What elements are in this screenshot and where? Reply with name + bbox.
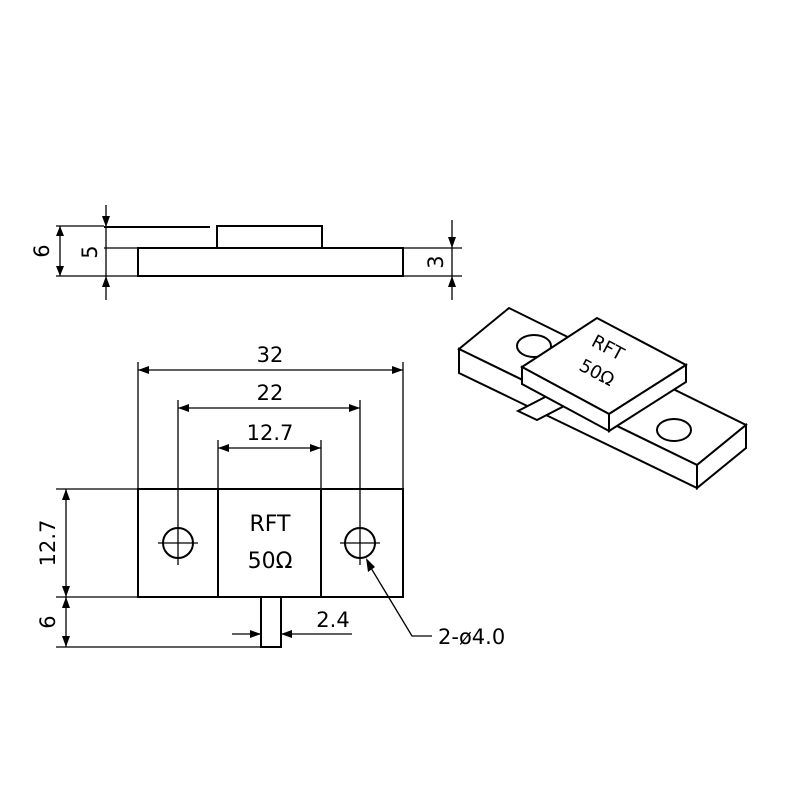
arrow: [178, 404, 189, 412]
side-flange: [137, 247, 404, 277]
arrow: [349, 404, 360, 412]
arrow: [218, 444, 229, 452]
dim-lead-width-label: 2.4: [316, 608, 349, 632]
iso-hole-right: [656, 418, 692, 442]
dim-overall-length-label: 32: [257, 343, 284, 367]
arrow: [56, 266, 64, 276]
arrow: [62, 597, 70, 608]
arrow: [250, 630, 261, 638]
dim-lead-length-label: 6: [36, 615, 60, 628]
arrow: [366, 558, 375, 572]
arrow: [448, 276, 456, 287]
iso-flange-side: [696, 422, 747, 491]
top-body-label-1: RFT: [250, 512, 292, 537]
arrow: [62, 489, 70, 500]
top-view: RFT 50Ω 32 22 12.7 12.7 6: [36, 343, 505, 649]
hole-callout-leader: [367, 562, 432, 637]
arrow: [56, 226, 64, 236]
arrow: [310, 444, 321, 452]
dim-flange-width-label: 12.7: [36, 520, 60, 567]
arrow: [448, 237, 456, 248]
dim-flange-height-label: 3: [424, 255, 448, 268]
side-view: 6 5 3: [30, 205, 462, 300]
hole-callout-label: 2-ø4.0: [438, 625, 505, 649]
top-body: [217, 488, 322, 598]
arrow: [281, 630, 292, 638]
dim-body-width-label: 12.7: [247, 421, 294, 445]
dim-total-height-label: 6: [30, 244, 54, 257]
top-body-label-2: 50Ω: [248, 549, 293, 574]
iso-view: RFT 50Ω: [457, 306, 748, 491]
arrow: [392, 366, 403, 374]
iso-body-side: [608, 363, 687, 433]
arrow: [102, 216, 110, 227]
side-body: [216, 225, 323, 248]
arrow: [138, 366, 149, 374]
arrow: [102, 276, 110, 287]
arrow: [62, 636, 70, 647]
iso-hole-left: [516, 334, 552, 358]
arrow: [62, 586, 70, 597]
dim-body-height-label: 5: [78, 245, 102, 258]
top-lead: [260, 596, 282, 648]
dim-hole-spacing-label: 22: [257, 381, 284, 405]
